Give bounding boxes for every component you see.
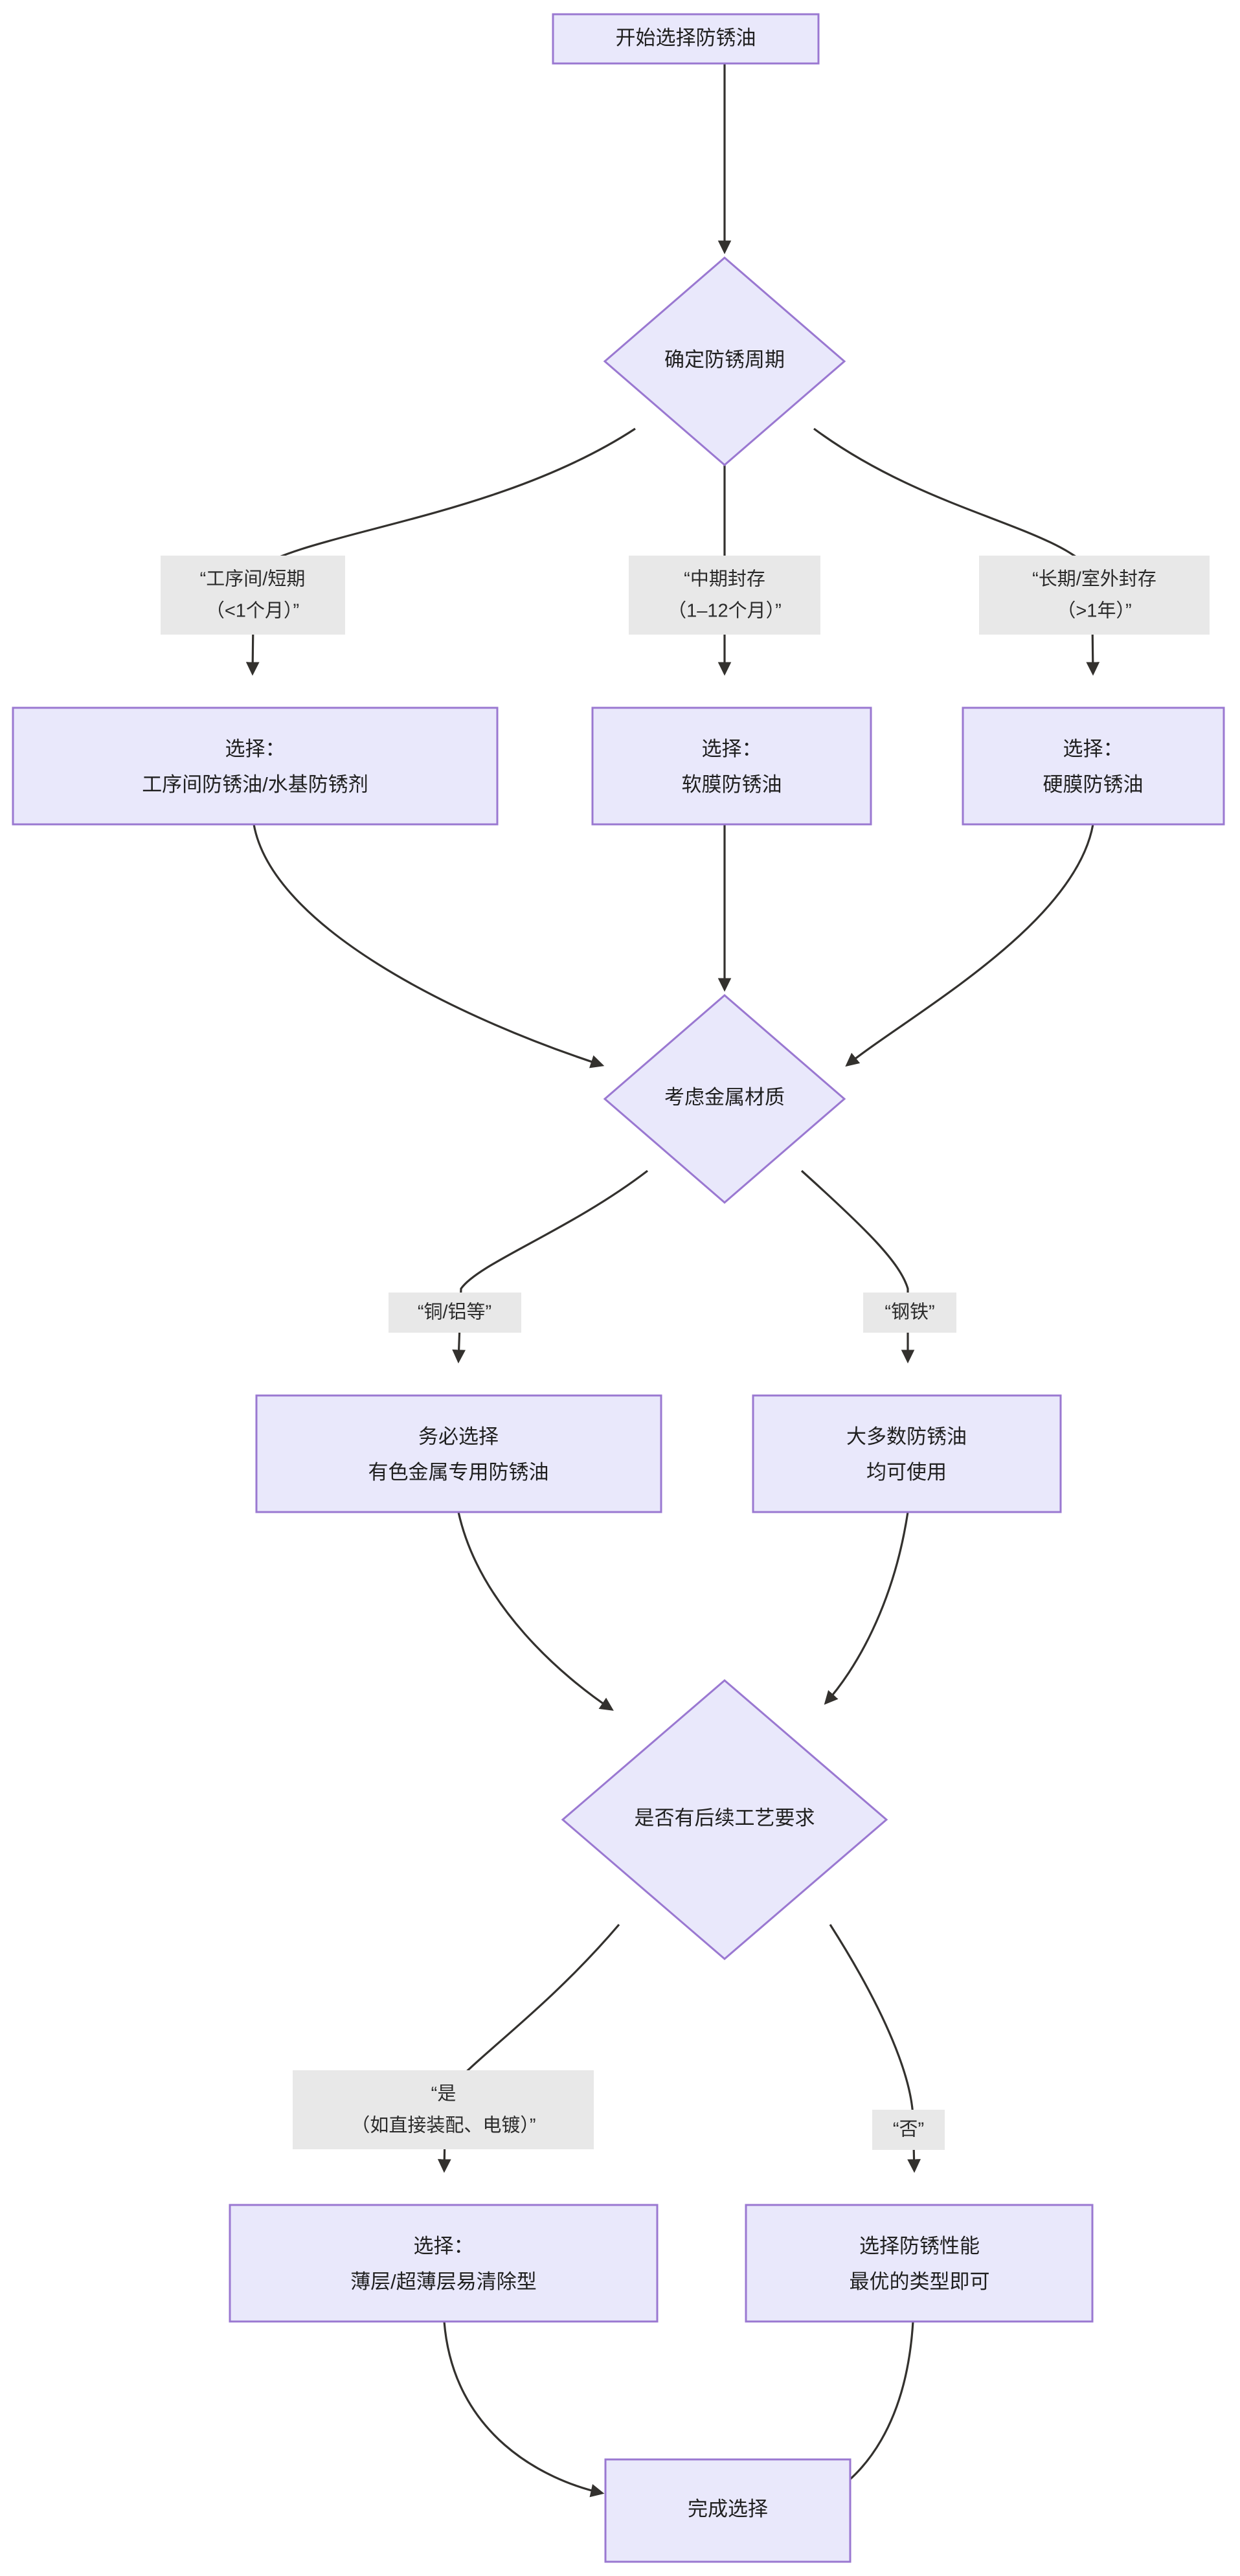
edge-label-mid-term-line1: “中期封存 <box>684 569 765 590</box>
edge-label-no: “否” <box>872 2110 945 2150</box>
node-subsequent-process-check[interactable]: 是否有后续工艺要求 <box>561 1679 888 1960</box>
edge-label-long-term-line1: “长期/室外封存 <box>1032 569 1156 590</box>
node-subsequent-process-check-label: 是否有后续工艺要求 <box>635 1807 815 1829</box>
edge-label-yes-line2: （如直接装配、电镀）” <box>351 2115 535 2136</box>
node-steel-choice-line1: 大多数防锈油 <box>846 1425 967 1448</box>
node-thin-layer-choice-line2: 薄层/超薄层易清除型 <box>350 2270 537 2293</box>
edge-label-copper-aluminum: “铜/铝等” <box>389 1293 521 1333</box>
node-determine-cycle-label: 确定防锈周期 <box>664 348 785 371</box>
node-long-term-choice-line2: 硬膜防锈油 <box>1043 773 1144 796</box>
node-nonferrous-choice[interactable]: 务必选择 有色金属专用防锈油 <box>255 1394 662 1513</box>
node-start-label: 开始选择防锈油 <box>616 27 756 49</box>
node-consider-material-label: 考虑金属材质 <box>664 1086 785 1109</box>
edge-cycle-to-long-term <box>813 427 1100 676</box>
edge-process-check-to-best-performance <box>829 1924 921 2173</box>
node-start[interactable]: 开始选择防锈油 <box>552 13 820 65</box>
node-short-term-choice[interactable]: 选择： 工序间防锈油/水基防锈剂 <box>12 706 499 826</box>
edge-label-yes: “是 （如直接装配、电镀）” <box>293 2070 594 2149</box>
edge-label-short-term-line2: （<1个月）” <box>206 601 299 622</box>
node-long-term-choice-line1: 选择： <box>1063 738 1123 760</box>
edge-label-copper-aluminum-text: “铜/铝等” <box>418 1302 491 1323</box>
edge-material-to-nonferrous <box>452 1169 648 1364</box>
node-consider-material[interactable]: 考虑金属材质 <box>603 994 846 1204</box>
node-mid-term-choice[interactable]: 选择： 软膜防锈油 <box>591 706 872 826</box>
edge-label-no-text: “否” <box>893 2119 924 2140</box>
edge-label-steel: “钢铁” <box>863 1293 956 1333</box>
edge-label-layer: “工序间/短期 （<1个月）” “中期封存 （1–12个月）” “长期/室外封存… <box>161 556 1210 2150</box>
node-steel-choice-line2: 均可使用 <box>866 1461 947 1484</box>
node-determine-cycle[interactable]: 确定防锈周期 <box>603 256 846 466</box>
node-layer: 开始选择防锈油 确定防锈周期 选择： 工序间防锈油/水基防锈剂 选择： 软膜防锈… <box>12 13 1225 2563</box>
node-mid-term-choice-line1: 选择： <box>702 738 762 760</box>
edge-layer <box>245 63 1100 2498</box>
edge-label-long-term-line2: （>1年）” <box>1057 600 1131 622</box>
edge-label-steel-text: “钢铁” <box>885 1302 934 1323</box>
edge-label-short-term: “工序间/短期 （<1个月）” <box>161 556 345 635</box>
edge-label-long-term: “长期/室外封存 （>1年）” <box>979 556 1210 635</box>
edge-short-term-to-material <box>253 824 605 1068</box>
edge-label-yes-line1: “是 <box>431 2084 457 2105</box>
edge-thin-layer-to-end <box>443 2321 605 2498</box>
node-end[interactable]: 完成选择 <box>604 2458 851 2563</box>
node-thin-layer-choice[interactable]: 选择： 薄层/超薄层易清除型 <box>229 2204 659 2323</box>
node-steel-choice[interactable]: 大多数防锈油 均可使用 <box>752 1394 1062 1513</box>
edge-material-to-steel <box>800 1169 915 1364</box>
node-short-term-choice-line1: 选择： <box>225 738 286 760</box>
edge-steel-to-process-check <box>824 1511 909 1705</box>
node-thin-layer-choice-line1: 选择： <box>414 2235 474 2257</box>
node-nonferrous-choice-line2: 有色金属专用防锈油 <box>368 1461 549 1484</box>
node-mid-term-choice-line2: 软膜防锈油 <box>682 773 782 796</box>
node-best-performance-choice-line1: 选择防锈性能 <box>859 2235 980 2257</box>
edge-label-mid-term: “中期封存 （1–12个月）” <box>629 556 820 635</box>
edge-long-term-to-material <box>845 824 1094 1067</box>
edge-label-short-term-line1: “工序间/短期 <box>200 569 306 590</box>
node-nonferrous-choice-line1: 务必选择 <box>418 1425 499 1448</box>
node-end-label: 完成选择 <box>688 2498 768 2520</box>
edge-nonferrous-to-process-check <box>457 1511 614 1711</box>
edge-label-mid-term-line2: （1–12个月）” <box>668 601 782 622</box>
node-best-performance-choice-line2: 最优的类型即可 <box>850 2270 990 2293</box>
node-best-performance-choice[interactable]: 选择防锈性能 最优的类型即可 <box>745 2204 1094 2323</box>
node-short-term-choice-line2: 工序间防锈油/水基防锈剂 <box>142 773 368 796</box>
edge-cycle-to-short-term <box>245 427 636 676</box>
node-long-term-choice[interactable]: 选择： 硬膜防锈油 <box>962 706 1225 826</box>
